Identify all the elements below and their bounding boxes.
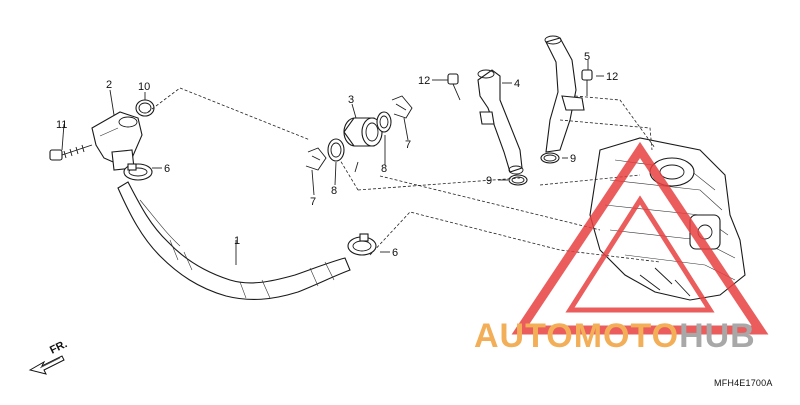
callout-6-lower: 6 bbox=[392, 247, 398, 259]
hose-part-1 bbox=[117, 181, 351, 300]
svg-text:AUTOMOTOHUB: AUTOMOTOHUB bbox=[474, 317, 756, 355]
o-ring-part-8-left bbox=[327, 138, 345, 162]
callout-6-upper: 6 bbox=[164, 163, 170, 175]
callout-11: 11 bbox=[56, 119, 67, 131]
callout-9-right: 9 bbox=[570, 153, 576, 165]
watermark: AUTOMOTOHUB bbox=[474, 141, 769, 355]
engine-block bbox=[589, 137, 746, 301]
callout-7-left: 7 bbox=[310, 196, 316, 208]
callout-7-right: 7 bbox=[405, 139, 411, 151]
watermark-triangle bbox=[511, 141, 769, 335]
callout-2: 2 bbox=[106, 79, 112, 91]
clip-part-7-left bbox=[305, 147, 327, 171]
pipe-part-5 bbox=[544, 35, 585, 153]
clip-part-7-right bbox=[391, 95, 413, 119]
bolt-part-12-left bbox=[447, 73, 461, 101]
o-ring-part-9-right bbox=[540, 152, 560, 164]
joint-sleeve-part-3 bbox=[343, 117, 383, 147]
watermark-word-automoto: AUTOMOTO bbox=[474, 317, 679, 355]
bolt-part-12-right bbox=[581, 69, 593, 96]
o-ring-part-10 bbox=[135, 99, 155, 117]
elbow-housing-part-2 bbox=[91, 111, 143, 171]
bolt-part-11 bbox=[49, 144, 93, 161]
callout-labels: 2 10 11 6 1 3 8 8 7 7 12 4 5 12 9 9 6 bbox=[56, 51, 618, 259]
callout-12-left: 12 bbox=[418, 75, 430, 87]
callout-5: 5 bbox=[584, 51, 590, 63]
callout-4: 4 bbox=[514, 78, 520, 90]
hose-clamp-part-6-upper bbox=[123, 163, 153, 181]
callout-12-right: 12 bbox=[606, 71, 618, 83]
front-direction-indicator: FR. bbox=[28, 338, 69, 375]
front-label: FR. bbox=[48, 338, 69, 357]
callout-8-right: 8 bbox=[381, 163, 387, 175]
callout-10: 10 bbox=[138, 81, 150, 93]
callout-3: 3 bbox=[348, 94, 354, 106]
reference-dashed-lines bbox=[147, 87, 661, 263]
watermark-word-hub: HUB bbox=[679, 317, 756, 355]
callout-1: 1 bbox=[234, 235, 240, 247]
callout-9-left: 9 bbox=[486, 175, 492, 187]
callout-8-left: 8 bbox=[331, 185, 337, 197]
o-ring-part-9-left bbox=[508, 174, 528, 186]
o-ring-part-8-right bbox=[376, 111, 392, 133]
hose-clamp-part-6-lower bbox=[347, 233, 377, 256]
watermark-triangle-inner bbox=[565, 195, 715, 313]
water-pipe-part-4 bbox=[477, 69, 524, 175]
leader-lines bbox=[61, 60, 604, 265]
diagram-code: MFH4E1700A bbox=[714, 378, 773, 388]
